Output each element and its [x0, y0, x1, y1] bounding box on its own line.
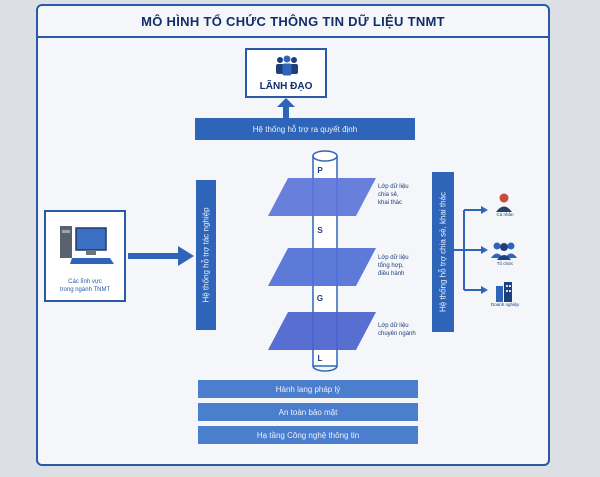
source-line-2: trong ngành TNMT — [59, 287, 111, 293]
legal-framework-bar: Hành lang pháp lý — [198, 380, 418, 398]
decision-support-bar: Hệ thống hỗ trợ ra quyết định — [195, 118, 415, 140]
layer-label-sharing-line-1: Lớp dữ liệu — [378, 184, 409, 190]
sharing-system-bar: Hệ thống hỗ trợ chia sẻ, khai thác — [432, 172, 454, 332]
source-label: Các lĩnh vực trong ngành TNMT — [46, 278, 124, 294]
leader-box: LÃNH ĐẠO — [245, 48, 327, 98]
security-label: An toàn bảo mật — [278, 407, 338, 417]
security-bar: An toàn bảo mật — [198, 403, 418, 421]
layer-label-executive-line-1: Lớp dữ liệu — [378, 255, 409, 261]
source-box: Các lĩnh vực trong ngành TNMT — [44, 210, 126, 302]
layer-label-specialized-line-1: Lớp dữ liệu — [378, 323, 409, 329]
layer-sharing — [268, 178, 376, 216]
layer-label-executive-line-3: điều hành — [378, 271, 405, 277]
enterprise-icon — [496, 282, 512, 302]
layer-label-specialized-line-2: chuyên ngành — [378, 331, 416, 337]
title-band: MÔ HÌNH TỔ CHỨC THÔNG TIN DỮ LIỆU TNMT — [38, 6, 548, 38]
column-letter-p: P — [317, 166, 323, 175]
column-letter-s: S — [317, 226, 323, 235]
diagram-title: MÔ HÌNH TỔ CHỨC THÔNG TIN DỮ LIỆU TNMT — [141, 13, 445, 29]
organization-icon — [491, 242, 517, 260]
right-arrow-source — [128, 246, 194, 266]
operations-support-label: Hệ thống hỗ trợ tác nghiệp — [201, 207, 211, 303]
user-label-enterprise: Doanh nghiệp — [490, 302, 520, 307]
source-line-1: Các lĩnh vực — [68, 279, 102, 285]
leader-label: LÃNH ĐẠO — [259, 81, 313, 92]
leadership-group-icon — [276, 55, 298, 76]
legal-framework-label: Hành lang pháp lý — [275, 384, 341, 394]
layer-label-executive-line-2: tổng hợp, — [378, 263, 404, 269]
layer-label-sharing: Lớp dữ liệu chia sẻ, khai thác — [378, 183, 409, 207]
layer-executive — [268, 248, 376, 286]
individual-icon — [496, 193, 512, 212]
user-label-organization: Tổ chức — [496, 261, 514, 266]
column-letter-g: G — [316, 294, 324, 303]
up-arrow — [277, 98, 295, 118]
user-branch-arrows — [454, 206, 488, 294]
user-label-individual: Cá nhân — [496, 212, 514, 217]
layer-label-sharing-line-3: khai thác — [378, 200, 403, 206]
computer-icon — [60, 226, 114, 264]
layer-label-specialized: Lớp dữ liệu chuyên ngành — [378, 322, 416, 338]
operations-support-bar: Hệ thống hỗ trợ tác nghiệp — [196, 180, 216, 330]
it-infrastructure-label: Hạ tầng Công nghệ thông tin — [256, 430, 360, 440]
sharing-system-label: Hệ thống hỗ trợ chia sẻ, khai thác — [438, 192, 448, 312]
layer-specialized — [268, 312, 376, 350]
it-infrastructure-bar: Hạ tầng Công nghệ thông tin — [198, 426, 418, 444]
decision-support-label: Hệ thống hỗ trợ ra quyết định — [252, 124, 358, 134]
layer-label-executive: Lớp dữ liệu tổng hợp, điều hành — [378, 254, 409, 278]
layer-label-sharing-line-2: chia sẻ, — [378, 192, 399, 198]
column-letter-l: L — [317, 354, 323, 363]
